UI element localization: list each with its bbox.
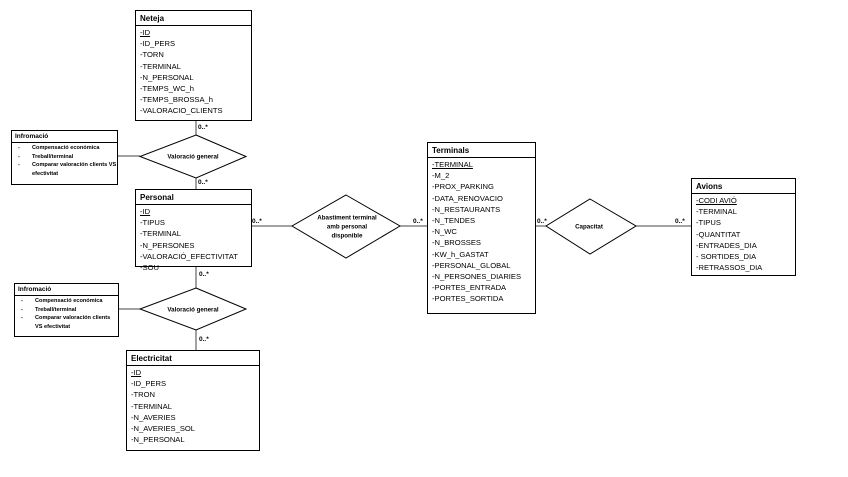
note-list: Compensació económicaTreball/terminalCom…	[15, 297, 118, 331]
cardinality-label: 0..*	[199, 336, 209, 343]
primary-key-attribute: -TERMINAL	[432, 160, 473, 169]
attribute: -TIPUS	[696, 218, 721, 228]
attribute: -RETRASSOS_DIA	[696, 263, 763, 273]
primary-key-attribute: -ID	[140, 28, 151, 37]
attribute: -N_RESTAURANTS	[432, 204, 501, 214]
attribute: -PROX_PARKING	[432, 182, 494, 192]
entity-neteja[interactable]: Neteja -ID -ID_PERS-TORN-TERMINAL-N_PERSON…	[135, 10, 252, 121]
attribute: -TERMINAL	[140, 61, 181, 71]
attribute: -TERMINAL	[131, 401, 172, 411]
entity-title: Avions	[692, 179, 795, 194]
note-item: Compensació económica	[21, 297, 118, 306]
note-item: Comparar valoración clients VS efectivit…	[18, 161, 117, 178]
note-item: Compensació económica	[18, 144, 117, 153]
attribute: -TEMPS_WC_h	[140, 84, 195, 94]
attribute: -TIPUS	[140, 218, 165, 228]
attribute: -M_2	[432, 171, 450, 181]
relationship-diamond-valoracio-2	[138, 287, 248, 331]
entity-terminals[interactable]: Terminals -TERMINAL -M_2-PROX_PARKING-DATA…	[427, 142, 536, 314]
attribute: -ID_PERS	[140, 39, 176, 49]
cardinality-label: 0..*	[675, 218, 685, 225]
relationship-diamond-capacitat	[545, 198, 637, 255]
attribute: -N_PERSONAL	[140, 72, 194, 82]
note-informacio-2: InfromacióCompensació económicaTreball/t…	[14, 283, 119, 337]
relationship-label: Abastiment terminal amb personal disponi…	[317, 214, 377, 240]
attribute: -PORTES_ENTRADA	[432, 283, 507, 293]
attribute: -TRON	[131, 390, 156, 400]
attribute-list: -TERMINAL -M_2-PROX_PARKING-DATA_RENOVACI…	[428, 158, 535, 306]
attribute: -ENTRADES_DIA	[696, 240, 757, 250]
attribute: -TEMPS_BROSSA_h	[140, 95, 214, 105]
attribute: -PORTES_SORTIDA	[432, 294, 504, 304]
note-item: Comparar valoración clients VS efectivit…	[21, 314, 118, 331]
note-informacio-1: InfromacióCompensació económicaTreball/t…	[11, 130, 118, 185]
attribute-list: -ID -ID_PERS-TRON-TERMINAL-N_AVERIES -N_AV…	[127, 366, 259, 446]
primary-key-attribute: -ID	[131, 368, 142, 377]
primary-key-attribute: -CODI AVIÓ	[696, 196, 737, 205]
attribute: -N_PERSONES_DIARIES	[432, 272, 522, 282]
attribute: -TERMINAL	[696, 207, 737, 217]
attribute-list: -ID -ID_PERS-TORN-TERMINAL-N_PERSONAL -TEM…	[136, 26, 251, 118]
entity-electricitat[interactable]: Electricitat-ID-ID_PERS-TRON-TERMINAL-N_…	[126, 350, 260, 451]
attribute: -DATA_RENOVACIO	[432, 193, 503, 203]
attribute: -ID_PERS	[131, 379, 167, 389]
attribute: -VALORACIO_CLIENTS	[140, 106, 223, 116]
entity-title: Terminals	[428, 143, 535, 158]
entity-title: Electricitat	[127, 351, 259, 366]
attribute: -N_BROSSES	[432, 238, 481, 248]
attribute: -N_PERSONES	[140, 240, 195, 250]
attribute: -VALORACIÓ_EFECTIVITAT	[140, 251, 238, 261]
attribute: -TORN	[140, 50, 164, 60]
primary-key-attribute: -ID	[140, 207, 151, 216]
cardinality-label: 0..*	[198, 124, 208, 131]
attribute: -QUANTITAT	[696, 229, 741, 239]
attribute: -SOU	[140, 263, 159, 273]
relationship-label: Capacitat	[575, 223, 603, 231]
entity-title: Neteja	[136, 11, 251, 26]
cardinality-label: 0..*	[537, 218, 547, 225]
attribute: -PERSONAL_GLOBAL	[432, 260, 511, 270]
attribute-list: -CODI AVIÓ -TERMINAL-TIPUS-QUANTITAT-ENTR…	[692, 194, 795, 274]
attribute: -TERMINAL	[140, 229, 181, 239]
entity-personal[interactable]: Personal -ID -TIPUS-TERMINAL-N_PERSONES-VA…	[135, 189, 252, 272]
cardinality-label: 0..*	[199, 271, 209, 278]
attribute: -N_AVERIES	[131, 412, 176, 422]
attribute-list: -ID -TIPUS-TERMINAL-N_PERSONES-VALORACIÓ_…	[136, 205, 251, 274]
entity-title: Personal	[136, 190, 251, 205]
note-title: Infromació	[12, 131, 117, 143]
note-item: Treball/terminal	[18, 153, 117, 162]
attribute: -N_WC	[432, 227, 457, 237]
attribute: -KW_h_GASTAT	[432, 249, 489, 259]
cardinality-label: 0..*	[413, 218, 423, 225]
relationship-label: Valoració general	[167, 153, 219, 161]
relationship-diamond-abastiment	[291, 194, 401, 259]
note-list: Compensació económicaTreball/terminalCom…	[12, 144, 117, 178]
relationship-diamond-valoracio-1	[138, 134, 248, 179]
entity-avions[interactable]: Avions -CODI AVIÓ -TERMINAL-TIPUS-QUANTITA…	[691, 178, 796, 276]
attribute: -N_AVERIES_SOL	[131, 424, 196, 434]
attribute: - SORTIDES_DIA	[696, 252, 757, 262]
attribute: -N_PERSONAL	[131, 435, 185, 445]
cardinality-label: 0..*	[198, 179, 208, 186]
note-item: Treball/terminal	[21, 306, 118, 315]
note-title: Infromació	[15, 284, 118, 296]
relationship-label: Valoració general	[167, 306, 219, 314]
attribute: -N_TENDES	[432, 216, 476, 226]
cardinality-label: 0..*	[252, 218, 262, 225]
